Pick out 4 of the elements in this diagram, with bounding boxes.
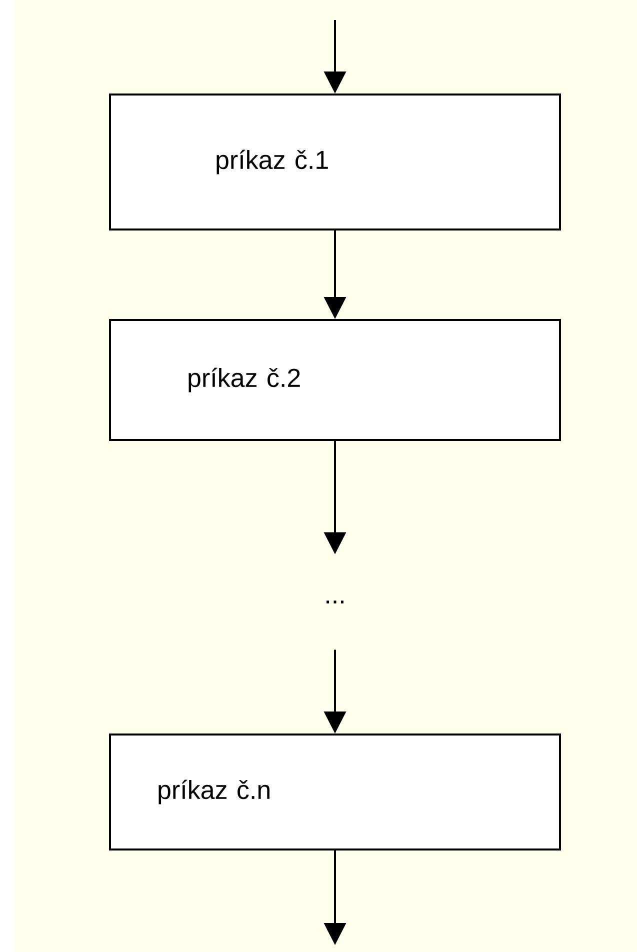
process-box: príkaz č.2 (109, 319, 561, 441)
process-box: príkaz č.n (109, 734, 561, 850)
process-box: príkaz č.1 (109, 94, 561, 230)
ellipsis-text: ... (326, 600, 344, 604)
